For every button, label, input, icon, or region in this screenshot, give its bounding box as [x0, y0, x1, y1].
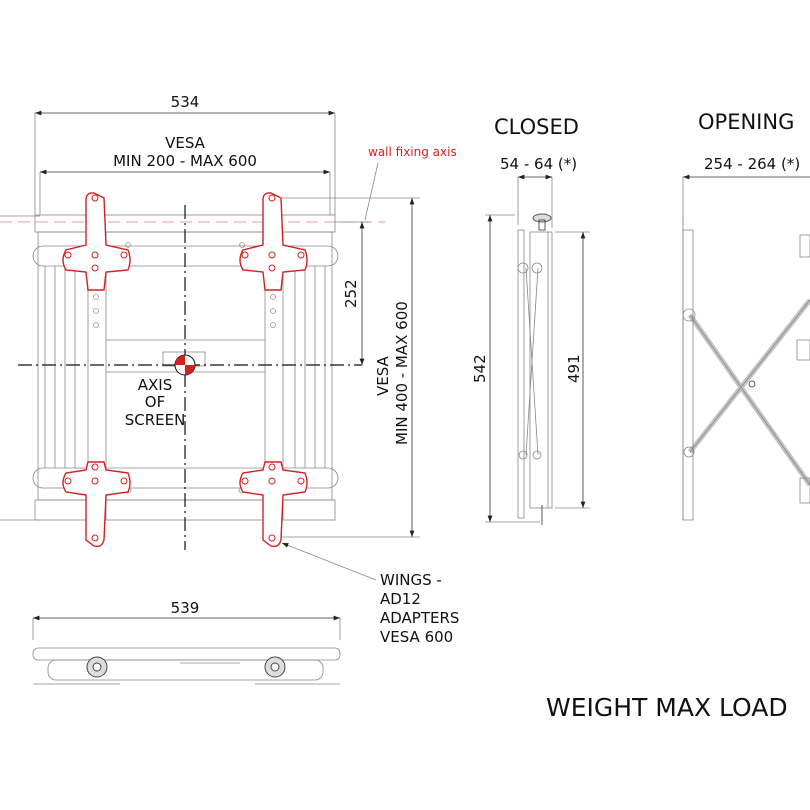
- vesa-vertical-range: MIN 400 - MAX 600: [393, 301, 411, 445]
- dim-width-534: 534: [170, 93, 200, 111]
- weight-max-load-label: WEIGHT MAX LOAD: [546, 693, 788, 722]
- closed-title: CLOSED: [494, 115, 579, 139]
- dim-inner-491: 491: [565, 354, 583, 383]
- dim-height-542: 542: [471, 354, 489, 383]
- wing-adapter-brackets: [62, 192, 308, 548]
- wall-axis-leader: [364, 162, 379, 221]
- opening-view: [682, 174, 810, 521]
- bottom-view: [32, 615, 341, 685]
- vesa-vertical-title: VESA: [374, 356, 392, 396]
- vesa-horizontal-range: MIN 200 - MAX 600: [113, 152, 257, 170]
- dim-offset-252: 252: [342, 279, 360, 308]
- axis-of-screen-label: AXIS OF SCREEN: [124, 376, 186, 429]
- closed-depth-dim: 54 - 64 (*): [500, 155, 578, 173]
- front-view: [0, 110, 420, 581]
- opening-title: OPENING: [698, 110, 795, 134]
- vesa-horizontal-title: VESA: [165, 134, 205, 152]
- opening-depth-dim: 254 - 264 (*): [704, 155, 801, 173]
- wall-fixing-axis-label: wall fixing axis: [368, 145, 457, 159]
- closed-view: [485, 174, 590, 525]
- dim-width-539: 539: [170, 599, 200, 617]
- wings-label: WINGS - AD12 ADAPTERS VESA 600: [380, 571, 460, 646]
- screen-axis-marker: [174, 354, 196, 376]
